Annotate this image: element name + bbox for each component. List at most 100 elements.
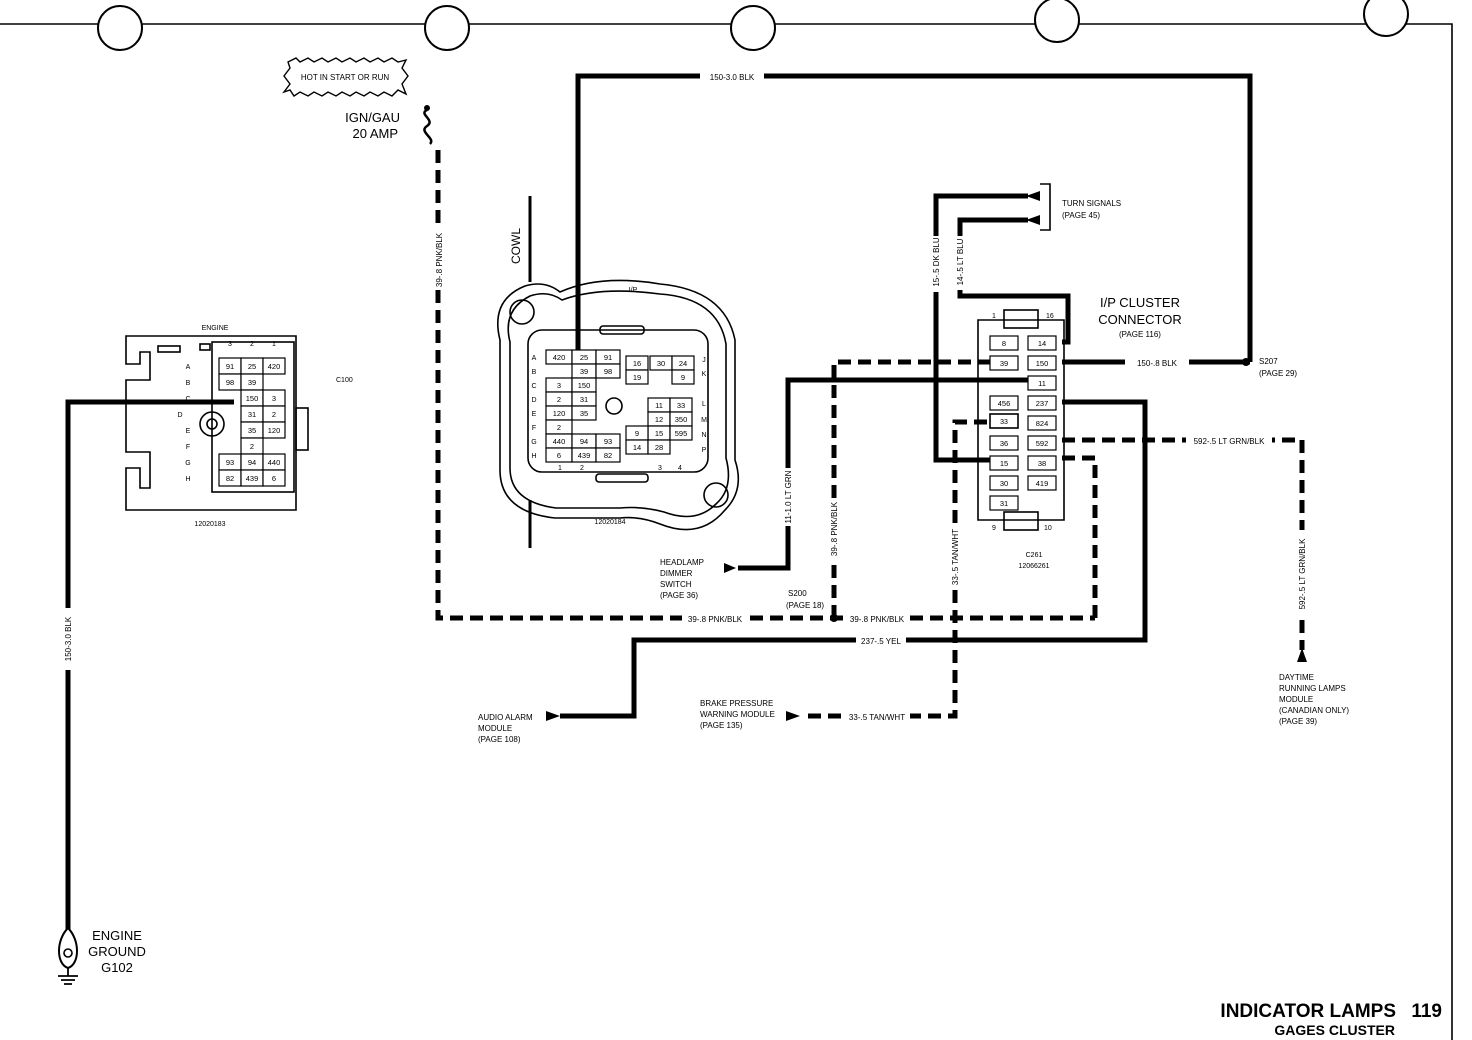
- binder-hole-icon: [424, 5, 470, 51]
- ip-cell: 2: [557, 395, 561, 404]
- cluster-right-cell-box: [1027, 415, 1057, 431]
- wire-39-pnk-center: [831, 359, 990, 618]
- ip-cell: 12: [655, 415, 663, 424]
- cluster-right-cell-box: [1027, 475, 1057, 491]
- c100-cell: 25: [248, 362, 256, 371]
- c100-cell: 2: [272, 410, 276, 419]
- ip-row-label: H: [531, 453, 536, 460]
- turn-signals-page: (PAGE 45): [1062, 211, 1100, 220]
- cluster-pin-16: 16: [1046, 313, 1054, 320]
- ip-cell-box: [571, 405, 597, 421]
- c100-cell: 98: [226, 378, 234, 387]
- label-dk-blu: 15-.5 DK BLU: [932, 237, 941, 287]
- ip-cell: 93: [604, 437, 612, 446]
- ip-cell: 19: [633, 373, 641, 382]
- c100-title: ENGINE: [202, 325, 229, 332]
- ip-cell-box: [625, 369, 649, 385]
- cluster-right-cell: 38: [1038, 459, 1046, 468]
- c100-cell-box: [262, 421, 286, 439]
- ip-bottom-label: 3: [658, 465, 662, 472]
- ip-cell: 39: [580, 367, 588, 376]
- cluster-right-cell-box: [1027, 335, 1057, 351]
- ip-mount-tl-icon: [509, 299, 535, 325]
- fuse-name: IGN/GAU: [345, 110, 400, 125]
- c100-cell-box: [262, 469, 286, 487]
- arrow-drl-icon: [1297, 648, 1307, 662]
- c100-col-label: 1: [272, 341, 276, 348]
- ground-line1: ENGINE: [92, 928, 142, 943]
- cluster-left-cell-box: [989, 475, 1019, 491]
- c100-col-label: 2: [250, 341, 254, 348]
- ip-cell: 82: [604, 451, 612, 460]
- cluster-right-cell-box: [1027, 455, 1057, 471]
- cluster-pin-9: 9: [992, 525, 996, 532]
- ip-cell: 15: [655, 429, 663, 438]
- ip-right-label: M: [701, 417, 707, 424]
- cluster-left-cell-box: [989, 455, 1019, 471]
- ip-cell-box: [669, 425, 693, 441]
- ip-right-label: J: [702, 357, 706, 364]
- cluster-left-cell: 39: [1000, 359, 1008, 368]
- ip-right-label: P: [702, 447, 707, 454]
- c100-row-label: A: [186, 364, 191, 371]
- c100-cell: 93: [226, 458, 234, 467]
- splice-s200-page: (PAGE 18): [786, 601, 824, 610]
- c100-col-label: 3: [228, 341, 232, 348]
- hot-note: HOT IN START OR RUN: [301, 73, 390, 82]
- ip-label: I/P: [629, 287, 638, 294]
- binder-hole-icon: [97, 5, 143, 51]
- ip-mount-br-icon: [703, 482, 729, 508]
- cluster-page: (PAGE 116): [1119, 330, 1161, 339]
- c100-row-label: G: [185, 460, 190, 467]
- cowl-label: COWL: [509, 228, 523, 264]
- arrow-headlamp-icon: [724, 563, 736, 573]
- wire-39-pnk-to-cluster: [1062, 455, 1098, 618]
- drl-line3: MODULE: [1279, 695, 1313, 704]
- drl-line1: DAYTIME: [1279, 673, 1314, 682]
- ip-body: [527, 329, 709, 473]
- arrow-turn-signal-1-icon: [1026, 191, 1040, 201]
- cluster-right-cell-box: [1027, 395, 1057, 411]
- cluster-left-cell: 36: [1000, 439, 1008, 448]
- splice-s207: [1242, 358, 1250, 366]
- ip-row-label: B: [532, 369, 537, 376]
- c100-cell: 39: [248, 378, 256, 387]
- c100-cell: 439: [246, 474, 259, 483]
- splice-s200: [830, 614, 838, 622]
- arrows: [546, 183, 1307, 721]
- c100-cell: 3: [272, 394, 276, 403]
- cluster-title-1: I/P CLUSTER: [1100, 295, 1180, 310]
- ground-line2: GROUND: [88, 944, 146, 959]
- cluster-left-cell: 8: [1002, 339, 1006, 348]
- cluster-right-cell-box: [1027, 375, 1057, 391]
- ip-cell: 14: [633, 443, 641, 452]
- c100-stud-inner: [206, 418, 218, 430]
- arrow-audio-icon: [546, 711, 560, 721]
- c100-cell: 82: [226, 474, 234, 483]
- c100-cell: 31: [248, 410, 256, 419]
- c100-cell: 420: [268, 362, 281, 371]
- headlamp-line4: (PAGE 36): [660, 591, 698, 600]
- ip-row-label: E: [532, 411, 537, 418]
- c100-col-labels: 3 2 1: [228, 341, 276, 348]
- ip-cell: 33: [677, 401, 685, 410]
- label-blk-150: 150-.8 BLK: [1137, 359, 1178, 368]
- ip-cell: 595: [675, 429, 688, 438]
- cluster-right-cell-box: [1027, 435, 1057, 451]
- label-pnk-vertical: 39-.8 PNK/BLK: [435, 232, 444, 287]
- ip-cell-box: [647, 439, 671, 455]
- c100-part: 12020183: [194, 521, 225, 528]
- ip-cell: 439: [578, 451, 591, 460]
- label-tan-bottom: 33-.5 TAN/WHT: [849, 713, 905, 722]
- ip-cell: 24: [679, 359, 687, 368]
- fuse-rating: 20 AMP: [352, 126, 398, 141]
- cluster-outline: [977, 319, 1065, 521]
- c100-cell-box: [262, 357, 286, 375]
